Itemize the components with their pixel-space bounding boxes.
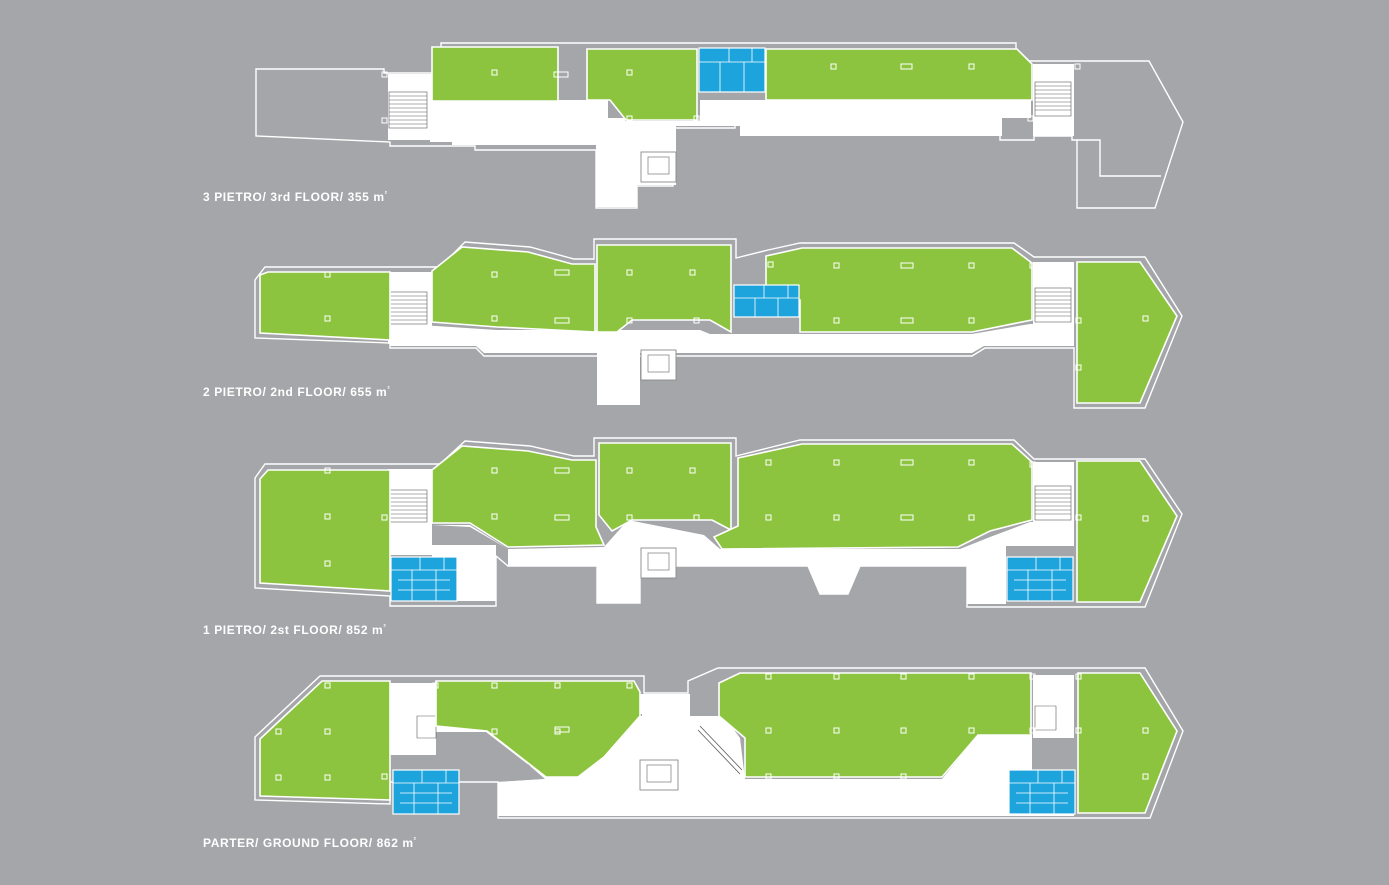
office-area xyxy=(259,469,391,592)
stairs-icon xyxy=(388,291,428,325)
restroom xyxy=(392,769,460,815)
floor-label-ground: PARTER/ GROUND FLOOR/ 862 m² xyxy=(203,836,417,850)
office-area xyxy=(718,672,1032,778)
office-area xyxy=(586,48,698,121)
office-area xyxy=(598,442,732,533)
office-area xyxy=(765,247,1033,333)
office-area xyxy=(765,48,1033,101)
floor-label-1st: 1 PIETRO/ 2st FLOOR/ 852 m² xyxy=(203,623,387,637)
corridor-3rd-floor xyxy=(430,100,1031,207)
office-area xyxy=(431,46,559,102)
outline-2nd-floor xyxy=(254,238,1183,409)
corridor-2nd-floor xyxy=(390,323,1074,405)
stairs-icon xyxy=(1034,485,1072,521)
restroom xyxy=(390,556,458,602)
office-area xyxy=(259,680,391,801)
outline-1st-floor xyxy=(254,437,1183,608)
restroom xyxy=(698,47,766,93)
stairs-icon xyxy=(1034,81,1072,117)
restroom xyxy=(1006,556,1074,602)
office-area xyxy=(435,680,641,778)
office-area xyxy=(431,246,596,333)
lift-icon xyxy=(640,151,677,183)
floor-label-2nd: 2 PIETRO/ 2nd FLOOR/ 655 m² xyxy=(203,385,391,399)
plan-ground-floor xyxy=(254,667,1184,819)
outline-3rd-floor-annex xyxy=(1077,139,1161,177)
plan-2nd-floor xyxy=(254,238,1183,409)
floor-label-3rd: 3 PIETRO/ 3rd FLOOR/ 355 m² xyxy=(203,190,388,204)
office-area xyxy=(1076,261,1178,404)
office-area xyxy=(431,445,606,548)
stairs-icon xyxy=(388,489,428,523)
corridor-1st-floor xyxy=(432,520,1074,604)
plan-1st-floor xyxy=(254,437,1183,608)
office-area xyxy=(1077,672,1178,814)
stairs-icon xyxy=(1034,287,1072,323)
lift-icon xyxy=(639,759,679,791)
office-area xyxy=(712,443,1033,550)
restroom xyxy=(733,284,800,318)
restroom xyxy=(1008,769,1076,815)
outline-3rd-floor xyxy=(255,42,1184,209)
office-area xyxy=(259,271,391,341)
lift-icon xyxy=(640,349,677,381)
stairs-icon xyxy=(388,91,428,129)
lobby-ground-floor xyxy=(498,716,745,816)
office-area xyxy=(596,244,732,334)
lift-icon xyxy=(640,547,677,579)
plan-3rd-floor xyxy=(255,42,1184,209)
office-area xyxy=(1076,460,1178,603)
